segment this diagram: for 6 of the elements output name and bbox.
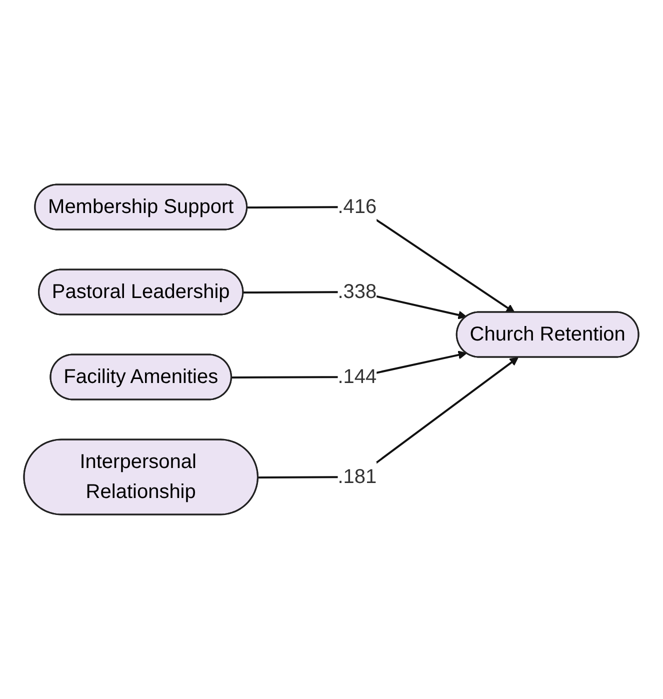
edge-label: .144 (338, 366, 377, 388)
edge-label: .416 (338, 196, 377, 218)
edge-label: .338 (338, 281, 377, 303)
edge-label: .181 (338, 466, 377, 488)
arrow (248, 206, 516, 313)
arrow (258, 357, 519, 478)
